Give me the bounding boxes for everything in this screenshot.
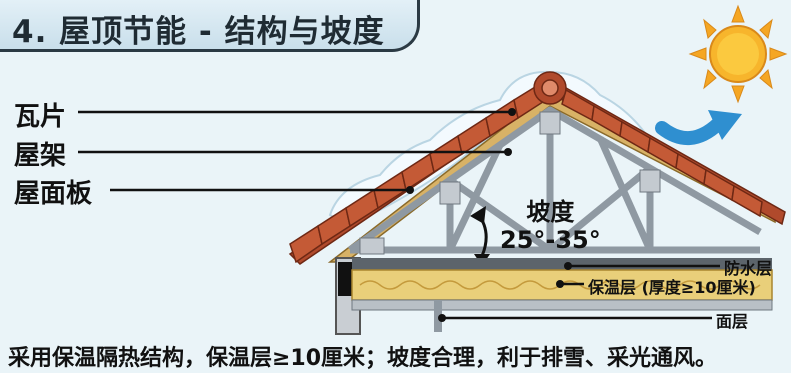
slope-value: 25°-35°: [500, 226, 601, 254]
sun-icon: [688, 4, 788, 104]
label-roof-board: 屋面板: [14, 179, 93, 209]
label-waterproof: 防水层: [724, 259, 773, 278]
label-surface: 面层: [716, 312, 749, 331]
footer-caption: 采用保温隔热结构，保温层≥10厘米；坡度合理，利于排雪、采光通风。: [8, 346, 718, 371]
slope-title: 坡度: [526, 198, 575, 226]
page-title: 4. 屋顶节能 - 结构与坡度: [12, 14, 385, 50]
title-banner: 4. 屋顶节能 - 结构与坡度: [0, 0, 420, 52]
truss-frame: [347, 106, 762, 254]
arrow-icon: [655, 110, 742, 146]
label-insulation: 保温层 (厚度≥10厘米): [588, 278, 756, 297]
label-tile: 瓦片: [14, 102, 67, 132]
slope-label: 坡度 25°-35°: [500, 198, 601, 254]
label-truss: 屋架: [14, 141, 67, 171]
